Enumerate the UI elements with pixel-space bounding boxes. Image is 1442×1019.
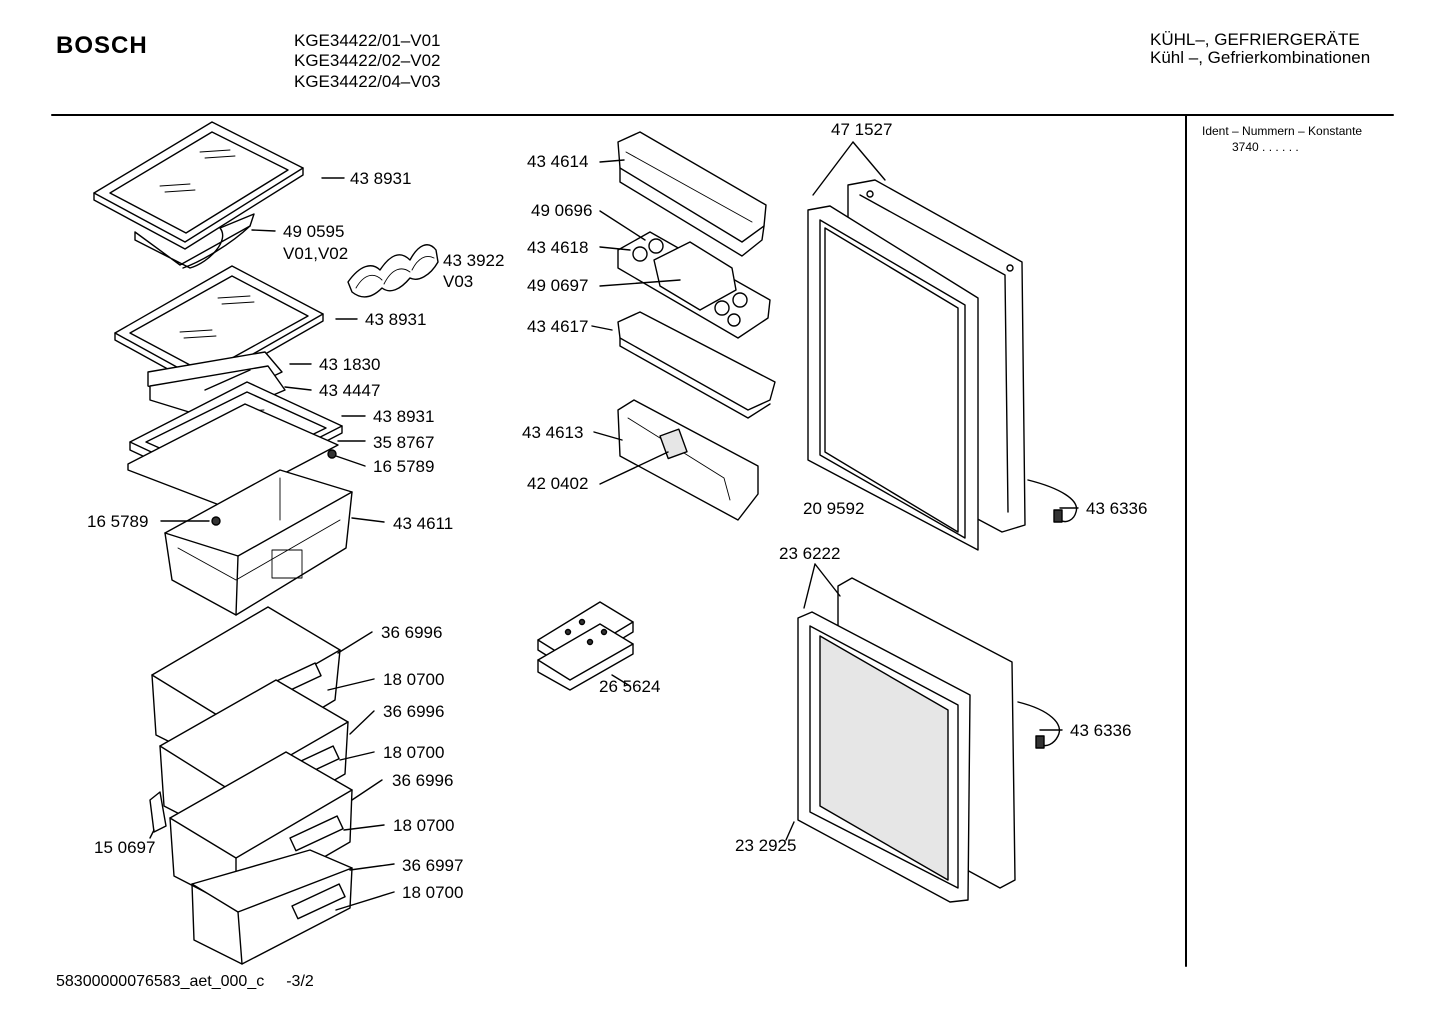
part-label-434447: 43 4447 bbox=[319, 381, 381, 400]
part-label-180700-2: 18 0700 bbox=[383, 743, 445, 762]
model-number-2: KGE34422/02–V02 bbox=[294, 51, 441, 70]
part-label-150697: 15 0697 bbox=[94, 838, 156, 857]
part-label-434611: 43 4611 bbox=[393, 514, 454, 533]
leader-lines bbox=[149, 141, 1079, 911]
latch-clip-right bbox=[327, 449, 337, 459]
door-hinge-upper bbox=[1027, 479, 1078, 523]
part-variant-v01v02: V01,V02 bbox=[283, 244, 349, 263]
part-label-438931-middle: 43 8931 bbox=[365, 310, 427, 329]
part-label-180700-4: 18 0700 bbox=[402, 883, 464, 902]
part-label-434617: 43 4617 bbox=[527, 317, 589, 336]
part-label-180700-1: 18 0700 bbox=[383, 670, 445, 689]
part-label-232925: 23 2925 bbox=[735, 836, 797, 855]
drawer-handle-bracket bbox=[149, 791, 167, 833]
part-label-209592: 20 9592 bbox=[803, 499, 865, 518]
part-label-434614: 43 4614 bbox=[527, 152, 589, 171]
shelf-bracket bbox=[134, 213, 255, 269]
part-label-434613: 43 4613 bbox=[522, 423, 584, 442]
freezer-door-seal bbox=[797, 611, 971, 903]
door-shelf-bottle bbox=[617, 399, 759, 521]
document-id: 58300000076583_aet_000_c bbox=[56, 973, 265, 990]
vegetable-drawer-3 bbox=[169, 751, 353, 909]
part-label-490595: 49 0595 bbox=[283, 222, 345, 241]
model-number-1: KGE34422/01–V01 bbox=[294, 31, 441, 50]
part-label-236222: 23 6222 bbox=[779, 544, 841, 563]
part-label-438931-lower: 43 8931 bbox=[373, 407, 435, 426]
part-label-433922: 43 3922 bbox=[443, 251, 505, 270]
part-label-358767: 35 8767 bbox=[373, 433, 435, 452]
glass-shelf-top bbox=[93, 121, 304, 250]
model-number-3: KGE34422/04–V03 bbox=[294, 72, 441, 91]
part-label-180700-3: 18 0700 bbox=[393, 816, 455, 835]
glass-shelf-middle bbox=[114, 265, 324, 390]
part-label-436336-lower: 43 6336 bbox=[1070, 721, 1132, 740]
part-label-438931-top: 43 8931 bbox=[350, 169, 412, 188]
part-label-366996-2: 36 6996 bbox=[383, 702, 445, 721]
door-shelf-top bbox=[617, 131, 767, 257]
category-title: KÜHL–, GEFRIERGERÄTE bbox=[1150, 30, 1360, 49]
part-label-434618: 43 4618 bbox=[527, 238, 589, 257]
ice-cube-tray bbox=[537, 601, 634, 691]
brand-logo: BOSCH bbox=[56, 32, 148, 59]
part-label-265624: 26 5624 bbox=[599, 677, 661, 696]
part-label-471527: 47 1527 bbox=[831, 120, 893, 139]
ident-constant: 3740 . . . . . . bbox=[1232, 140, 1299, 154]
part-label-366997: 36 6997 bbox=[402, 856, 464, 875]
door-hinge-lower bbox=[1017, 701, 1060, 747]
part-label-366996-3: 36 6996 bbox=[392, 771, 454, 790]
part-label-165789-left: 16 5789 bbox=[87, 512, 149, 531]
butter-compartment bbox=[653, 241, 737, 311]
part-label-431830: 43 1830 bbox=[319, 355, 381, 374]
part-label-420402: 42 0402 bbox=[527, 474, 589, 493]
part-label-165789-right: 16 5789 bbox=[373, 457, 435, 476]
part-label-436336-upper: 43 6336 bbox=[1086, 499, 1148, 518]
ident-title: Ident – Nummern – Konstante bbox=[1202, 124, 1363, 138]
fridge-door-seal bbox=[807, 205, 979, 551]
part-label-490697: 49 0697 bbox=[527, 276, 589, 295]
category-subtitle: Kühl –, Gefrierkombinationen bbox=[1150, 48, 1371, 67]
hinge-pin-lower bbox=[1035, 735, 1045, 749]
footer: 58300000076583_aet_000_c -3/2 bbox=[56, 974, 314, 990]
vegetable-drawer-4 bbox=[191, 849, 353, 965]
bottle-rack bbox=[347, 244, 439, 298]
page-number: -3/2 bbox=[286, 973, 314, 990]
latch-clip-left bbox=[211, 516, 221, 526]
hinge-pin-upper bbox=[1053, 509, 1063, 523]
door-shelf-middle bbox=[617, 311, 776, 419]
part-label-490696: 49 0696 bbox=[531, 201, 593, 220]
part-variant-v03: V03 bbox=[443, 272, 474, 291]
crisper-drawer-top bbox=[164, 469, 353, 616]
part-label-366996-1: 36 6996 bbox=[381, 623, 443, 642]
